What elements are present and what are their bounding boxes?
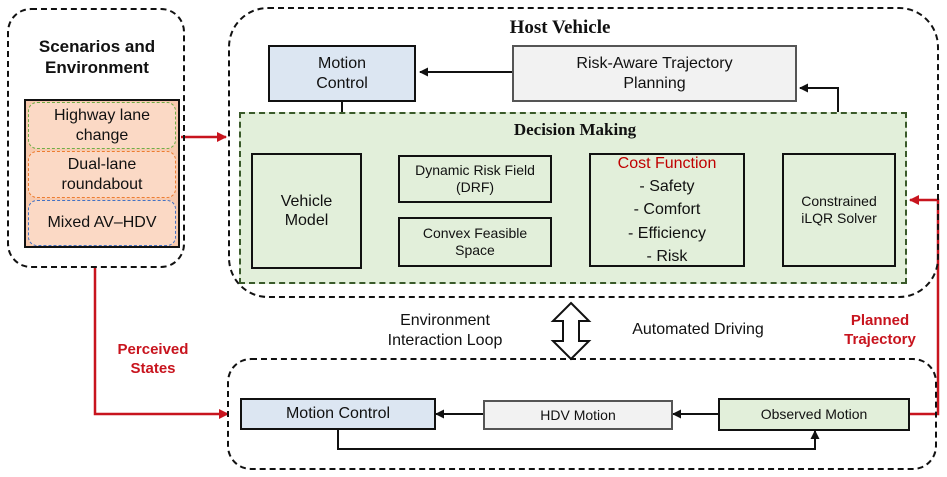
hdv-motion-block: HDV Motion — [483, 400, 673, 430]
environment-panel — [227, 358, 937, 470]
double-arrow-icon — [550, 301, 592, 361]
scenario-highway: Highway lane change — [28, 102, 176, 149]
scenario-mixed: Mixed AV–HDV — [28, 200, 176, 246]
env-motion-control-block: Motion Control — [240, 398, 436, 430]
scenarios-title: Scenarios and Environment — [38, 37, 156, 78]
cost-item-safety: - Safety — [639, 178, 695, 196]
arrow-motion-to-observed — [337, 429, 820, 450]
host-vehicle-panel — [228, 7, 939, 298]
cost-item-efficiency: - Efficiency — [628, 224, 706, 242]
motion-control-block: Motion Control — [268, 45, 416, 102]
host-vehicle-title: Host Vehicle — [509, 17, 611, 38]
ilqr-solver-block: Constrained iLQR Solver — [782, 153, 896, 267]
perceived-states-label: Perceived States — [117, 341, 189, 377]
environment-loop-label: Environment Interaction Loop — [387, 312, 503, 349]
drf-block: Dynamic Risk Field (DRF) — [398, 155, 552, 203]
arrow-perceived-states — [93, 268, 229, 419]
scenarios-panel — [7, 8, 185, 268]
automated-driving-label: Automated Driving — [632, 321, 764, 338]
decision-making-title: Decision Making — [513, 120, 637, 139]
convex-space-block: Convex Feasible Space — [398, 217, 552, 267]
cost-item-comfort: - Comfort — [633, 201, 701, 219]
planned-trajectory-label: Planned Trajectory — [844, 312, 916, 348]
planning-block: Risk-Aware Trajectory Planning — [512, 45, 797, 102]
arrow-planned-trajectory — [901, 195, 940, 419]
cost-function-title: Cost Function — [617, 155, 717, 173]
scenario-roundabout: Dual-lane roundabout — [28, 151, 176, 198]
vehicle-model-block: Vehicle Model — [251, 153, 362, 269]
cost-item-risk: - Risk — [646, 247, 688, 265]
observed-motion-block: Observed Motion — [718, 398, 910, 431]
cost-function-block: Cost Function - Safety - Comfort - Effic… — [589, 153, 745, 267]
